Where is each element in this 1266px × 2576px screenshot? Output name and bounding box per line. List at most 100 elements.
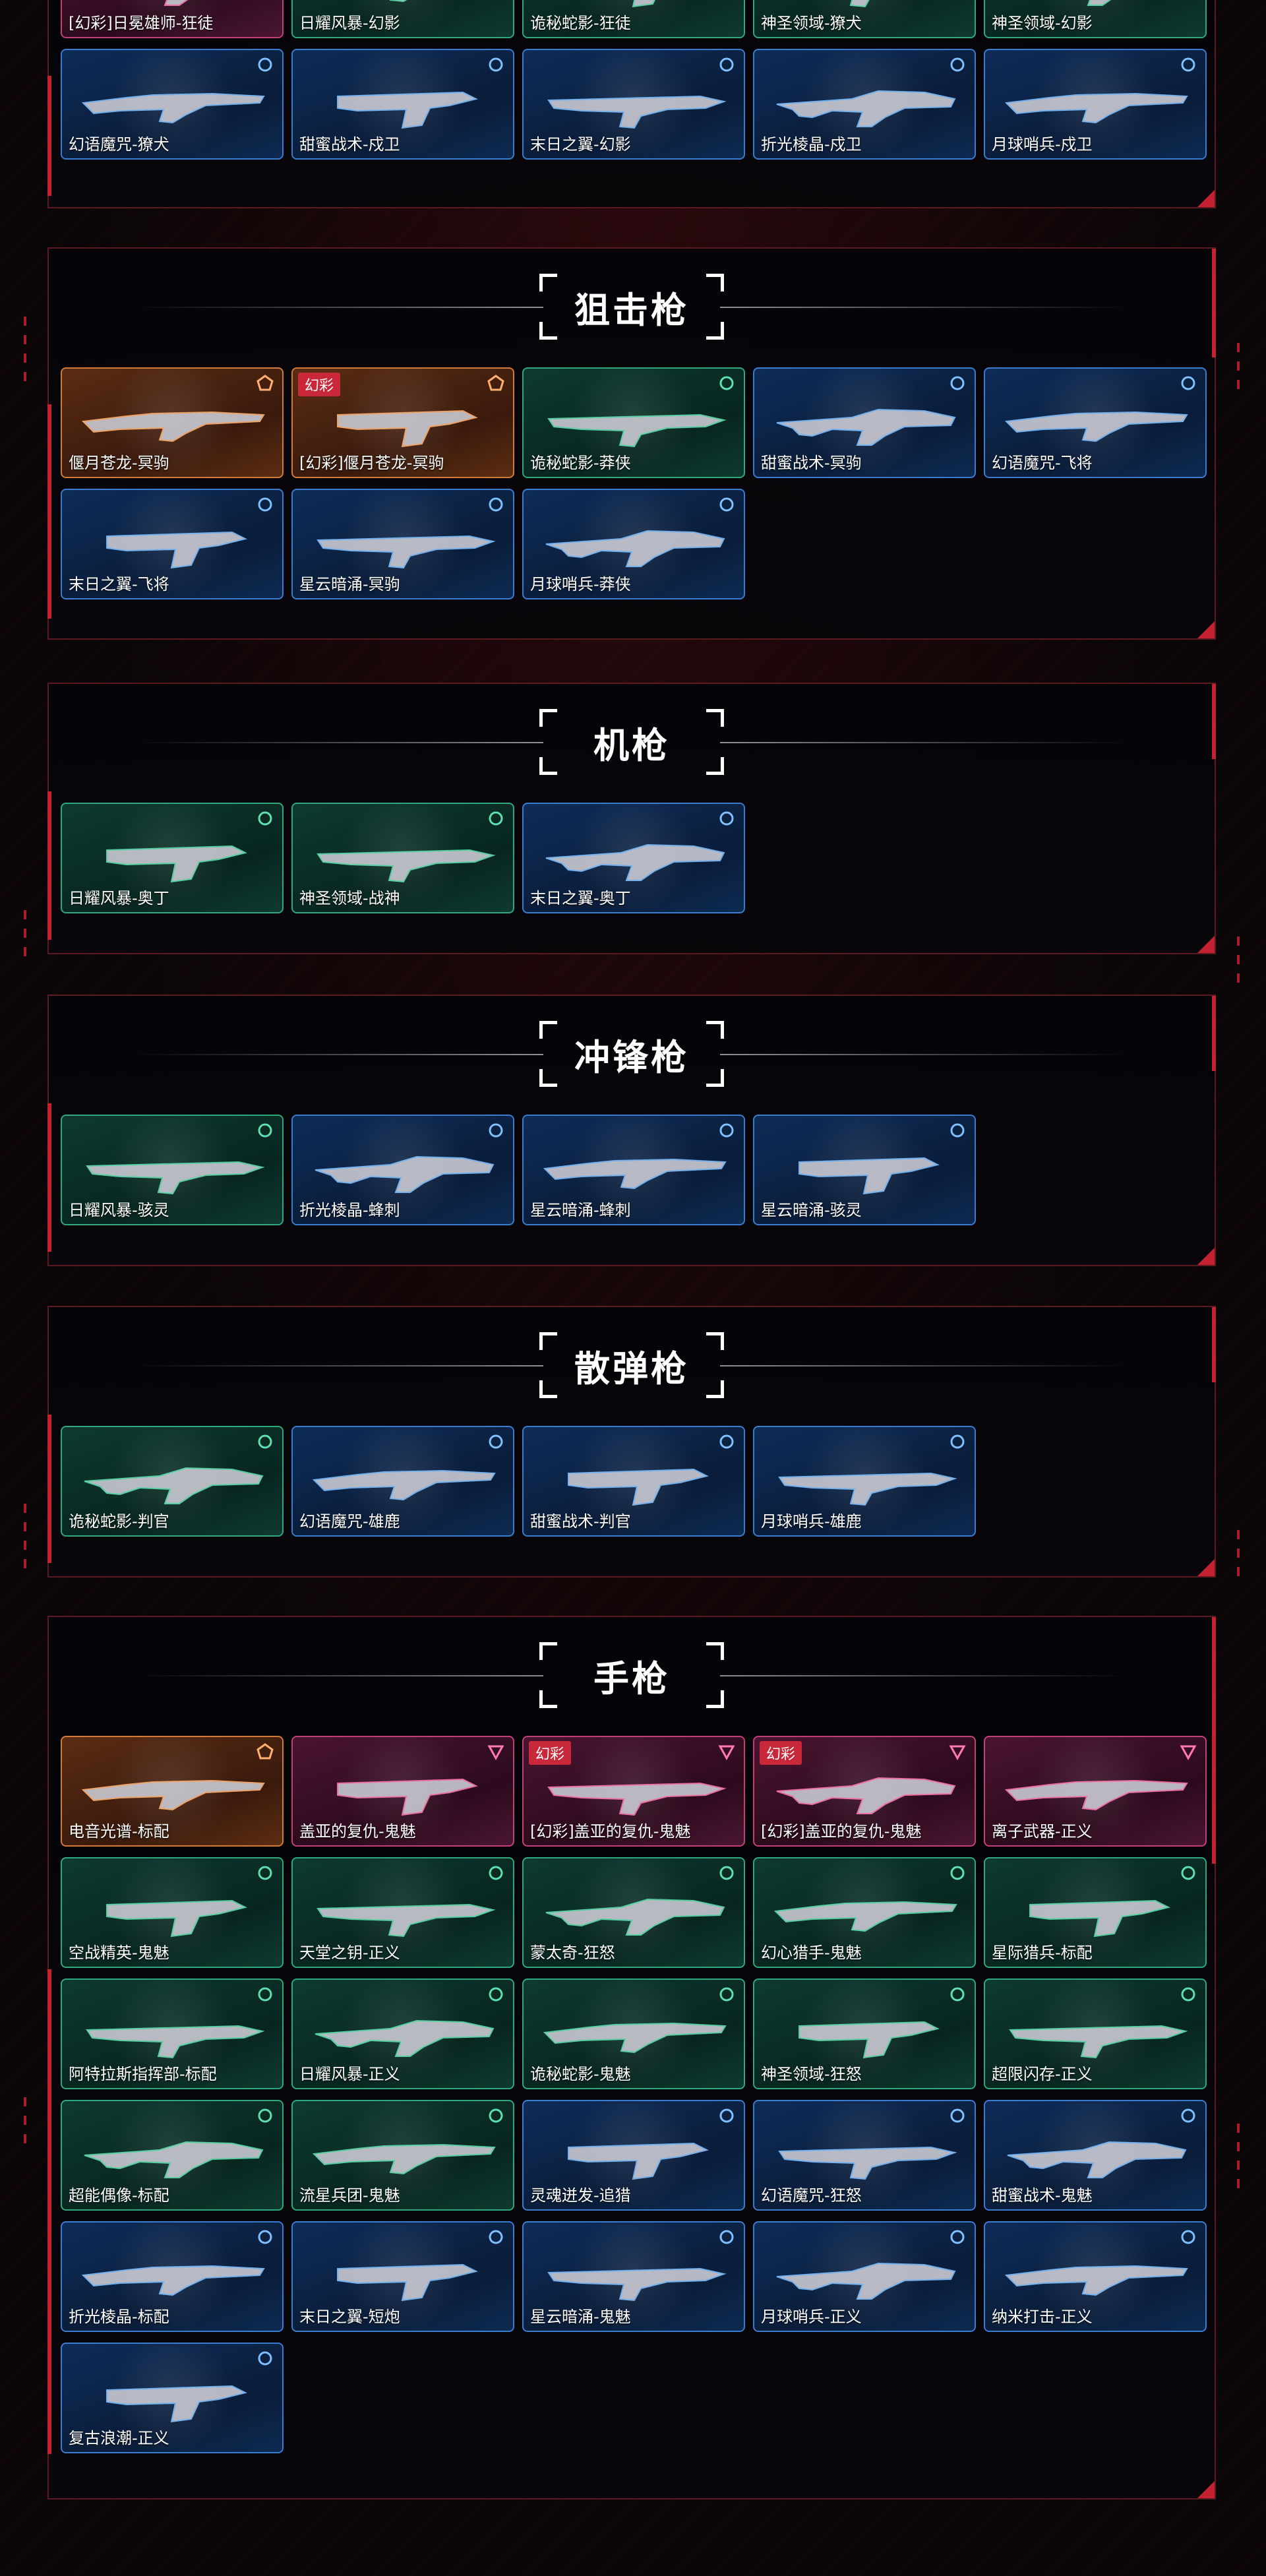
skin-card[interactable]: 星际猎兵-标配	[984, 1857, 1207, 1968]
section-panel-smg: 冲锋枪 日耀风暴-骇灵折光棱晶-蜂刺星云暗涌-蜂刺星云暗涌-骇灵	[47, 995, 1216, 1266]
weapon-skin-image	[106, 1899, 247, 1938]
skin-name-label: 月球哨兵-莽侠	[530, 575, 631, 594]
side-decoration-left	[24, 910, 29, 966]
skin-name-label: 末日之翼-短炮	[299, 2308, 400, 2326]
weapon-skin-image	[84, 1467, 264, 1504]
skin-card[interactable]: 诡秘蛇影-狂徒	[522, 0, 745, 38]
skin-card[interactable]: 星云暗涌-骇灵	[753, 1115, 976, 1225]
skin-card[interactable]: 月球哨兵-戍卫	[984, 49, 1207, 160]
skin-card[interactable]: 日耀风暴-奥丁	[61, 803, 284, 913]
skin-card[interactable]: 空战精英-鬼魅	[61, 1857, 284, 1968]
skin-card[interactable]: 月球哨兵-正义	[753, 2221, 976, 2332]
skin-card[interactable]: 诡秘蛇影-鬼魅	[522, 1978, 745, 2089]
panel-edge-accent	[47, 75, 51, 197]
skin-name-label: 星云暗涌-骇灵	[761, 1201, 862, 1219]
skin-card[interactable]: 甜蜜战术-戍卫	[291, 49, 514, 160]
skin-name-label: 神圣领域-战神	[299, 889, 400, 907]
skin-card[interactable]: 月球哨兵-莽侠	[522, 489, 745, 599]
weapon-skin-image	[568, 2142, 709, 2180]
skin-card[interactable]: 折光棱晶-蜂刺	[291, 1115, 514, 1225]
rarity-icon	[719, 2230, 734, 2244]
skin-card[interactable]: 月球哨兵-雄鹿	[753, 1426, 976, 1537]
weapon-skin-image	[778, 1472, 957, 1506]
section-header: 手枪	[49, 1642, 1215, 1708]
skin-card[interactable]: 复古浪潮-正义	[61, 2343, 284, 2453]
skin-card[interactable]: 天堂之钥-正义	[291, 1857, 514, 1968]
skin-card[interactable]: 末日之翼-奥丁	[522, 803, 745, 913]
skin-card[interactable]: 超能偶像-标配	[61, 2100, 284, 2211]
rarity-icon	[719, 1866, 734, 1880]
weapon-skin-image	[632, 0, 655, 8]
rarity-icon	[258, 2230, 272, 2244]
skin-card[interactable]: 幻彩[幻彩]盖亚的复仇-鬼魅	[522, 1736, 745, 1847]
skin-card[interactable]: 幻心猎手-鬼魅	[753, 1857, 976, 1968]
rarity-icon	[1180, 1745, 1197, 1761]
skin-card[interactable]: 盖亚的复仇-鬼魅	[291, 1736, 514, 1847]
skin-card[interactable]: 幻语魔咒-狂怒	[753, 2100, 976, 2211]
skin-card[interactable]: 星云暗涌-鬼魅	[522, 2221, 745, 2332]
skin-card[interactable]: 神圣领域-獠犬	[753, 0, 976, 38]
weapon-skin-image	[543, 2022, 727, 2054]
rarity-icon	[719, 811, 734, 826]
skin-name-label: 月球哨兵-戍卫	[992, 135, 1093, 154]
section-title-frame: 手枪	[539, 1642, 724, 1708]
skin-name-label: 电音光谱-标配	[69, 1822, 169, 1841]
weapon-skin-image	[1004, 411, 1188, 443]
variant-badge: 幻彩	[298, 373, 341, 396]
skin-card[interactable]: 超限闪存-正义	[984, 1978, 1207, 2089]
rarity-icon	[258, 2108, 272, 2123]
skin-name-label: 超限闪存-正义	[992, 2065, 1093, 2083]
section-panel-machinegun: 机枪 日耀风暴-奥丁神圣领域-战神末日之翼-奥丁	[47, 683, 1216, 954]
skin-card[interactable]: 蒙太奇-狂怒	[522, 1857, 745, 1968]
skin-card[interactable]: 离子武器-正义	[984, 1736, 1207, 1847]
rarity-icon	[1181, 1866, 1195, 1880]
weapon-skin-image	[1007, 2141, 1187, 2178]
skin-card[interactable]: 日耀风暴-正义	[291, 1978, 514, 2089]
skin-card[interactable]: 偃月苍龙-冥驹	[61, 367, 284, 478]
skin-card[interactable]: 星云暗涌-冥驹	[291, 489, 514, 599]
skin-name-label: 日耀风暴-奥丁	[69, 889, 169, 907]
skin-card[interactable]: 诡秘蛇影-莽侠	[522, 367, 745, 478]
skin-card[interactable]: 诡秘蛇影-判官	[61, 1426, 284, 1537]
rarity-icon	[950, 1866, 965, 1880]
skin-card[interactable]: 日耀风暴-骇灵	[61, 1115, 284, 1225]
skin-card[interactable]: 甜蜜战术-冥驹	[753, 367, 976, 478]
skin-name-label: 星云暗涌-冥驹	[299, 575, 400, 594]
weapon-skin-image	[84, 2141, 264, 2178]
weapon-skin-image	[545, 1898, 725, 1936]
skin-card[interactable]: 甜蜜战术-鬼魅	[984, 2100, 1207, 2211]
skin-card[interactable]: 折光棱晶-戍卫	[753, 49, 976, 160]
skin-name-label: 月球哨兵-正义	[761, 2308, 862, 2326]
skin-card[interactable]: 纳米打击-正义	[984, 2221, 1207, 2332]
skin-card[interactable]: 幻彩[幻彩]盖亚的复仇-鬼魅	[753, 1736, 976, 1847]
skin-card[interactable]: [幻彩]日冕雄师-狂徒	[61, 0, 284, 38]
skin-name-label: 神圣领域-獠犬	[761, 14, 862, 32]
rarity-icon	[1181, 57, 1195, 72]
skin-card[interactable]: 幻语魔咒-飞将	[984, 367, 1207, 478]
skin-card[interactable]: 神圣领域-战神	[291, 803, 514, 913]
skin-card[interactable]: 幻彩[幻彩]偃月苍龙-冥驹	[291, 367, 514, 478]
skin-card[interactable]: 灵魂迸发-追猎	[522, 2100, 745, 2211]
skin-card[interactable]: 日耀风暴-幻影	[291, 0, 514, 38]
weapon-skin-image	[315, 2019, 495, 2057]
skin-card[interactable]: 神圣领域-幻影	[984, 0, 1207, 38]
skin-card[interactable]: 甜蜜战术-判官	[522, 1426, 745, 1537]
skin-card[interactable]: 末日之翼-飞将	[61, 489, 284, 599]
skin-card[interactable]: 神圣领域-狂怒	[753, 1978, 976, 2089]
skin-card[interactable]: 流星兵团-鬼魅	[291, 2100, 514, 2211]
skin-card[interactable]: 阿特拉斯指挥部-标配	[61, 1978, 284, 2089]
skin-card[interactable]: 折光棱晶-标配	[61, 2221, 284, 2332]
weapon-skin-image	[568, 1468, 709, 1506]
weapon-skin-image	[337, 2263, 478, 2302]
skin-card[interactable]: 末日之翼-短炮	[291, 2221, 514, 2332]
skin-card[interactable]: 幻语魔咒-雄鹿	[291, 1426, 514, 1537]
skin-name-label: [幻彩]日冕雄师-狂徒	[69, 14, 214, 32]
weapon-skin-image	[389, 0, 407, 3]
section-header: 散弹枪	[49, 1332, 1215, 1398]
skin-card[interactable]: 末日之翼-幻影	[522, 49, 745, 160]
skin-card[interactable]: 星云暗涌-蜂刺	[522, 1115, 745, 1225]
skin-card[interactable]: 电音光谱-标配	[61, 1736, 284, 1847]
skin-name-label: 复古浪潮-正义	[69, 2429, 169, 2447]
skin-card[interactable]: 幻语魔咒-獠犬	[61, 49, 284, 160]
rarity-icon	[1181, 376, 1195, 390]
